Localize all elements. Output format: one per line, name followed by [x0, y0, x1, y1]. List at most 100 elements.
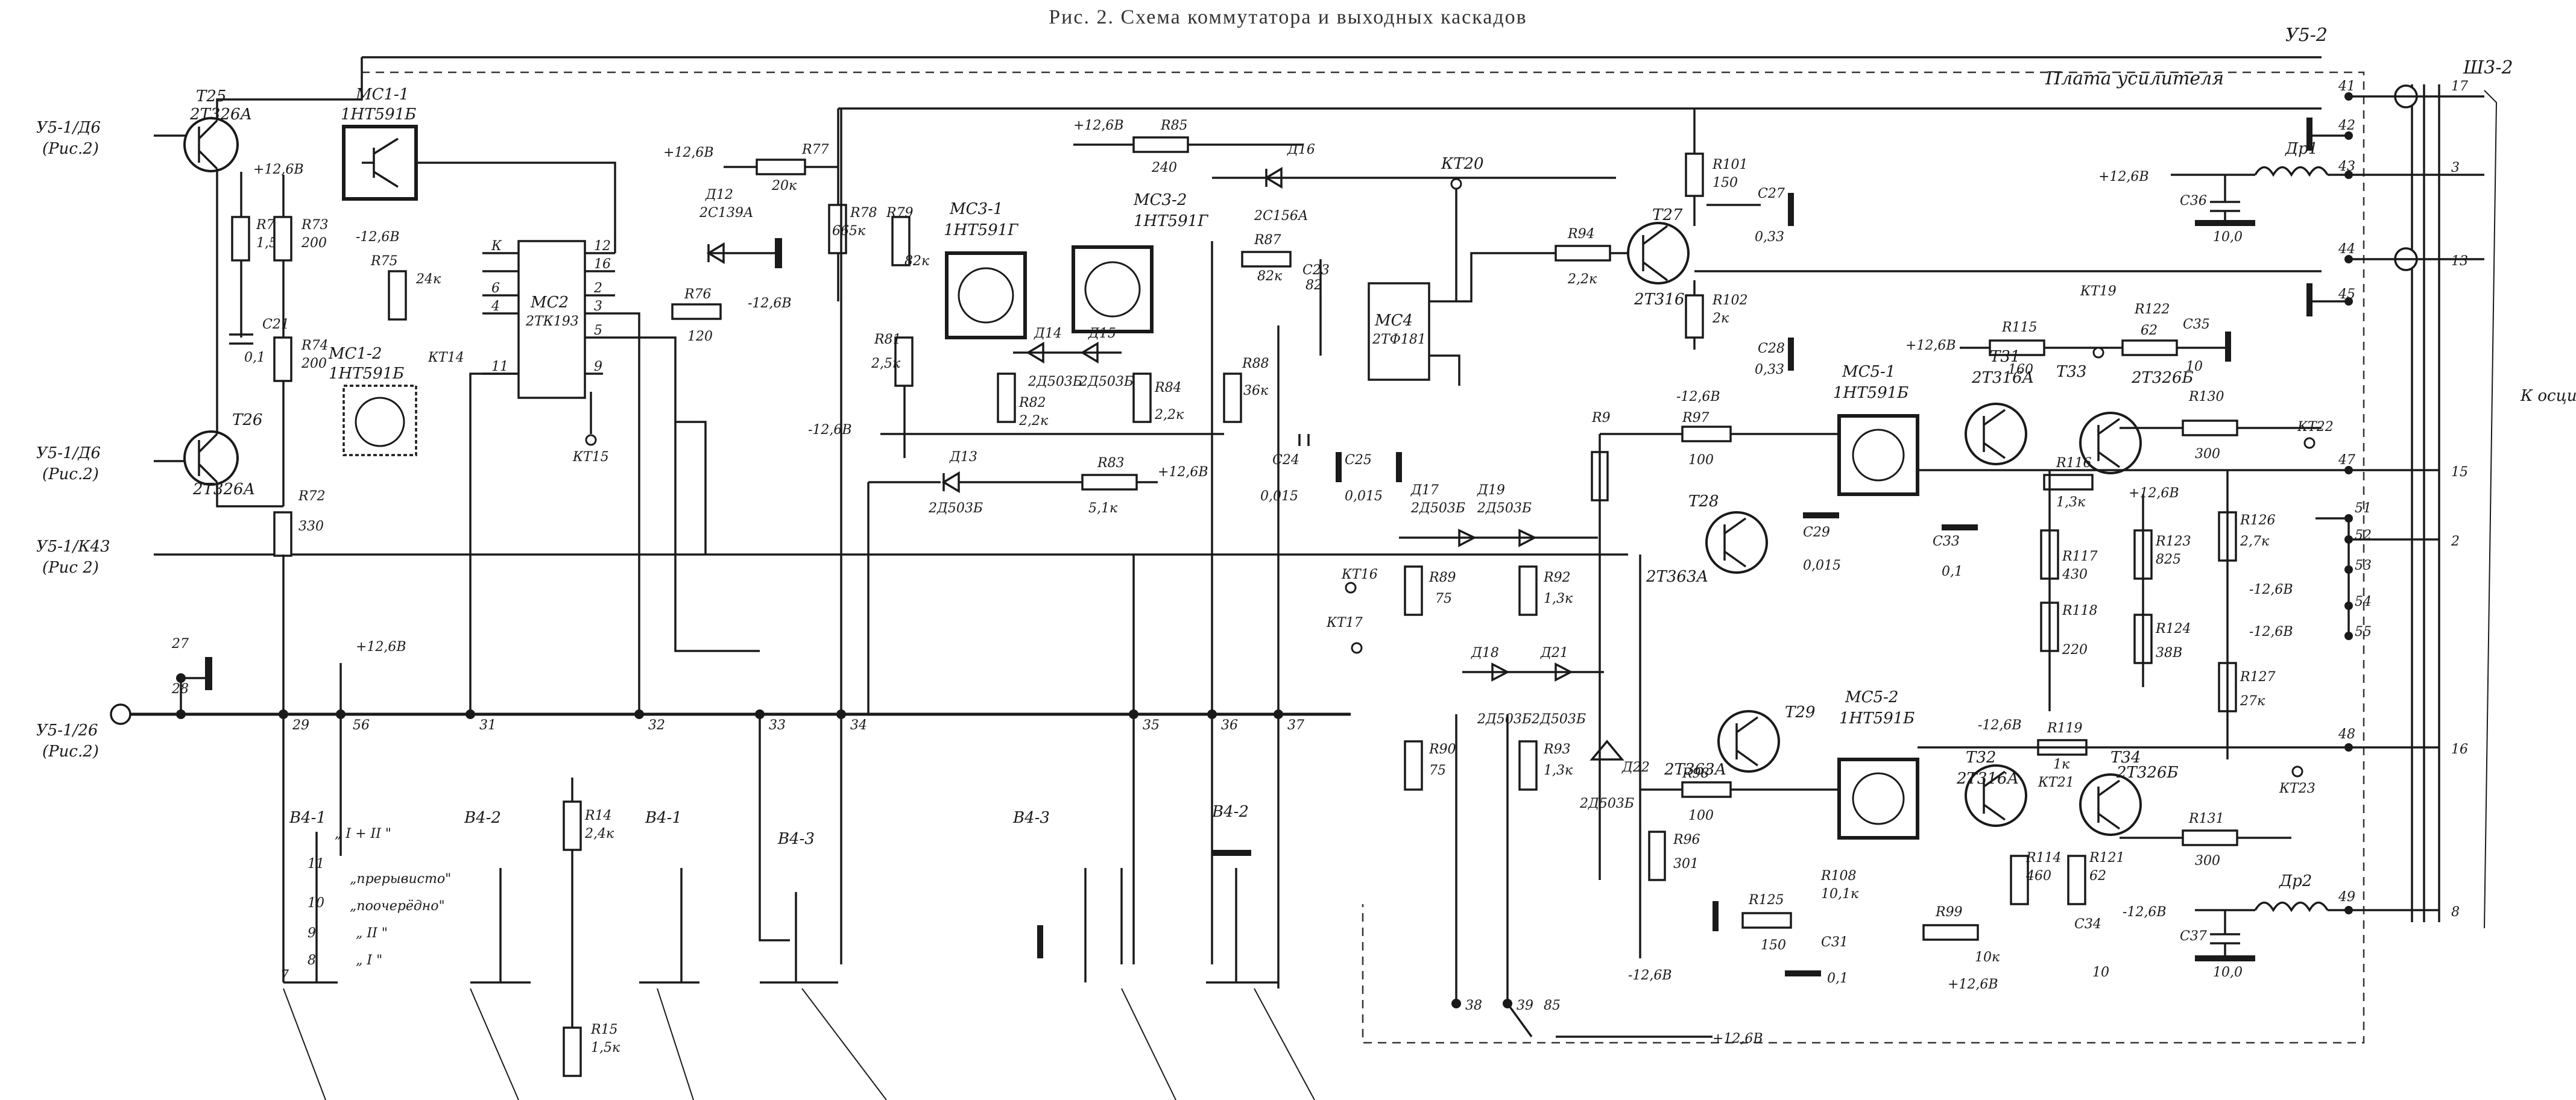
d21-part: 2Д503Б: [1531, 712, 1586, 727]
mc4-part: 2ТФ181: [1372, 332, 1426, 347]
resistor-r87: [1241, 251, 1292, 268]
connector-label: Ш3-2: [2463, 57, 2513, 78]
input1-ref: (Рис.2): [42, 140, 99, 158]
t26-part: 2Т326А: [192, 480, 255, 498]
pin-44: 44: [2338, 242, 2355, 257]
t26-label: Т26: [232, 411, 262, 429]
ic-mc5-1: [1837, 414, 1919, 496]
t28-label: Т28: [1688, 492, 1719, 511]
supply-m126-d: -12,6В: [1676, 389, 1720, 404]
r75-value: 24к: [415, 272, 441, 287]
c29-value: 0,015: [1803, 558, 1841, 573]
node-37: 37: [1287, 718, 1304, 733]
r14-label: R14: [584, 808, 612, 823]
node-31: 31: [479, 718, 496, 733]
r121-value: 62: [2089, 869, 2106, 884]
figure-caption: Рис. 2. Схема коммутатора и выходных кас…: [1049, 6, 1527, 28]
header-right-label: У5-2: [2285, 25, 2328, 46]
supply-m126-h: -12,6В: [2123, 905, 2167, 920]
d17-label: Д17: [1410, 483, 1439, 498]
c25-value: 0,015: [1345, 489, 1383, 504]
r93-value: 1,3к: [1544, 763, 1573, 778]
r77-value: 20к: [771, 178, 797, 193]
mc3-2-label: МС3-2: [1133, 191, 1187, 209]
resistor-r85: [1132, 136, 1189, 153]
r126-label: R126: [2240, 513, 2276, 528]
node-28: 28: [171, 682, 189, 697]
mc3-1-part: 1НТ591Г: [944, 221, 1018, 239]
conn-pin-8: 8: [2451, 905, 2460, 920]
svg-text:8: 8: [308, 953, 316, 968]
r119-value: 1к: [2053, 757, 2070, 772]
mc1-2-part: 1НТ591Б: [329, 365, 404, 383]
r75-label: R75: [370, 254, 398, 269]
resistor-r96: [1648, 831, 1666, 881]
r125-label: R125: [1748, 893, 1784, 908]
r85-value: 240: [1151, 160, 1177, 175]
r122-value: 62: [2141, 323, 2158, 338]
c27-value: 0,33: [1755, 230, 1784, 245]
d17-part: 2Д503Б: [1410, 501, 1465, 516]
t34-label: Т34: [2110, 749, 2141, 767]
c29-label: С29: [1803, 525, 1830, 540]
conn-pin-3: 3: [2451, 160, 2460, 175]
r115-label: R115: [2001, 320, 2038, 335]
pin-48: 48: [2338, 727, 2355, 742]
r117-value: 430: [2062, 567, 2088, 582]
c27-label: С27: [1758, 186, 1785, 201]
c37-label: С37: [2180, 929, 2207, 944]
mc5-1-label: МС5-1: [1842, 363, 1895, 381]
supply-p126-a: +12,6В: [253, 162, 304, 177]
mc5-2-label: МС5-2: [1845, 688, 1898, 706]
d18-label: Д18: [1471, 646, 1499, 661]
ic-mc3-1: [945, 251, 1027, 339]
d15-part: 2Д503Б: [1079, 374, 1134, 389]
input3-label: У5-1/К43: [36, 538, 110, 556]
resistor-r74: [273, 336, 292, 382]
switch-b43-b: В4-3: [1012, 809, 1050, 827]
mc2-part: 2ТК193: [525, 314, 579, 329]
mc5-2-part: 1НТ591Б: [1839, 709, 1915, 728]
node-39: 39: [1517, 998, 1533, 1013]
resistor-r115: [1989, 339, 2045, 356]
kt19-label: КТ19: [2080, 284, 2117, 299]
r96-value: 301: [1673, 856, 1699, 872]
d12-part: 2С139А: [699, 206, 753, 221]
r15-label: R15: [590, 1022, 618, 1037]
supply-m126-c: -12,6В: [808, 423, 852, 438]
switch-mode3: „ II ": [356, 926, 388, 941]
input3-ref: (Рис 2): [42, 559, 99, 577]
d19-label: Д19: [1477, 483, 1505, 498]
d12-label: Д12: [705, 187, 733, 203]
supply-m126-e: -12,6В: [2249, 582, 2293, 597]
t27-label: Т27: [1652, 206, 1683, 224]
conn-pin-13: 13: [2451, 254, 2468, 269]
r85-label: R85: [1160, 118, 1188, 133]
resistor-r98: [1681, 781, 1732, 798]
r98-label: R98: [1682, 766, 1709, 781]
c28-label: С28: [1758, 341, 1785, 356]
resistor-r101: [1685, 152, 1704, 197]
dr1-label: Др1: [2285, 140, 2318, 158]
resistor-r92: [1518, 565, 1538, 616]
svg-text:3: 3: [594, 299, 602, 314]
t32-label: Т32: [1966, 749, 1996, 767]
d13-label: Д13: [949, 450, 977, 465]
pin-41: 41: [2338, 79, 2355, 94]
svg-text:6: 6: [491, 281, 500, 296]
r108-label: R108: [1820, 869, 1857, 884]
input4-ref: (Рис.2): [42, 743, 99, 761]
oscillograph-label: К осцил-лог-рафу: [2520, 387, 2576, 405]
resistor-r93: [1518, 740, 1538, 791]
r83-label: R83: [1097, 456, 1125, 471]
r76-label: R76: [684, 287, 712, 302]
supply-p126-i: +12,6В: [356, 640, 406, 655]
r114-value: 460: [2025, 869, 2051, 884]
resistor-r71: [231, 216, 250, 262]
resistor-r97: [1681, 426, 1732, 442]
d18-part: 2Д503Б: [1477, 712, 1532, 727]
c31-label: С31: [1821, 935, 1848, 950]
node-35: 35: [1143, 718, 1160, 733]
resistor-r81: [894, 336, 914, 387]
d22-part: 2Д503Б: [1579, 796, 1634, 811]
